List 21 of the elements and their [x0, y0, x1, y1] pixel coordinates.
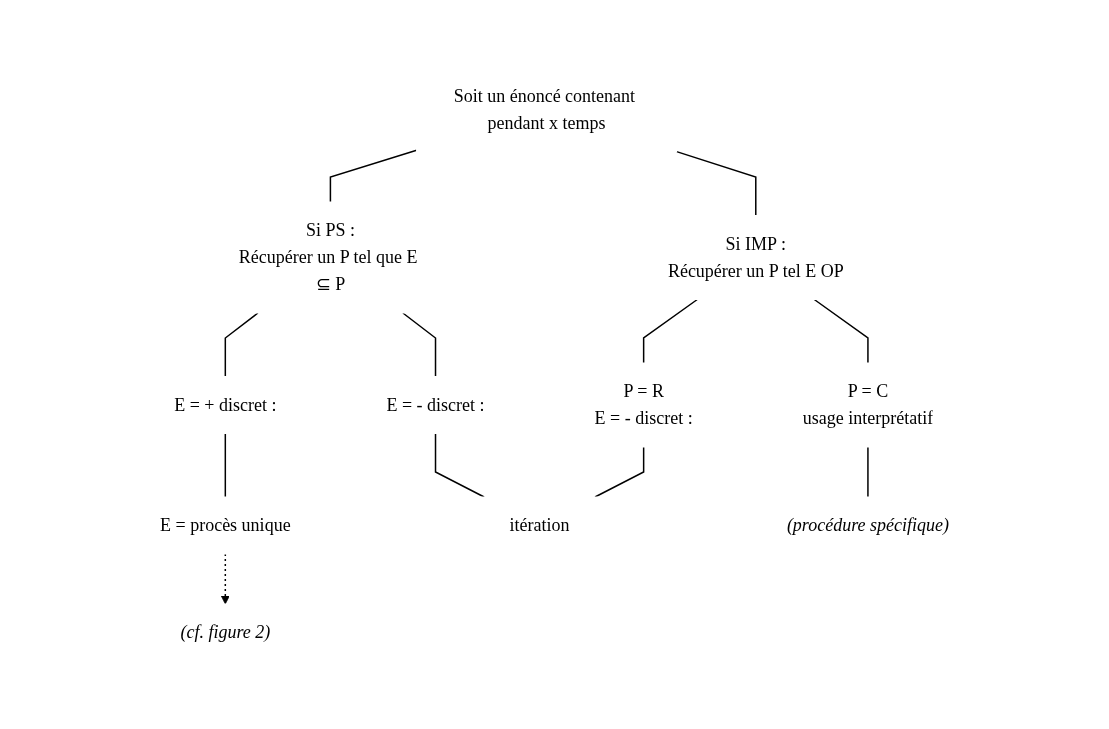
connector — [594, 446, 645, 498]
node-text: Si PS : Récupérer un P tel que E ⊆ P — [238, 220, 418, 294]
node-text: (cf. figure 2) — [180, 622, 271, 642]
connector — [329, 149, 418, 203]
node-text: (procédure spécifique) — [786, 515, 949, 535]
node-text: E = procès unique — [160, 515, 291, 535]
connector — [402, 312, 437, 378]
connector — [642, 298, 699, 364]
node-text: E = + discret : — [174, 394, 277, 415]
node-text: P = C usage interprétatif — [802, 381, 934, 428]
connector — [813, 298, 869, 364]
connector — [675, 150, 757, 217]
connector — [434, 432, 485, 498]
node-text: P = R E = - discret : — [594, 381, 693, 428]
node-text: itération — [509, 515, 570, 535]
node-text: Soit un énoncé contenant pendant x temps — [453, 86, 636, 133]
connector — [224, 312, 259, 378]
node-text: Si IMP : Récupérer un P tel E OP — [667, 233, 844, 281]
connector — [224, 432, 227, 498]
node-text: E = - discret : — [386, 394, 485, 415]
connector — [867, 446, 869, 498]
